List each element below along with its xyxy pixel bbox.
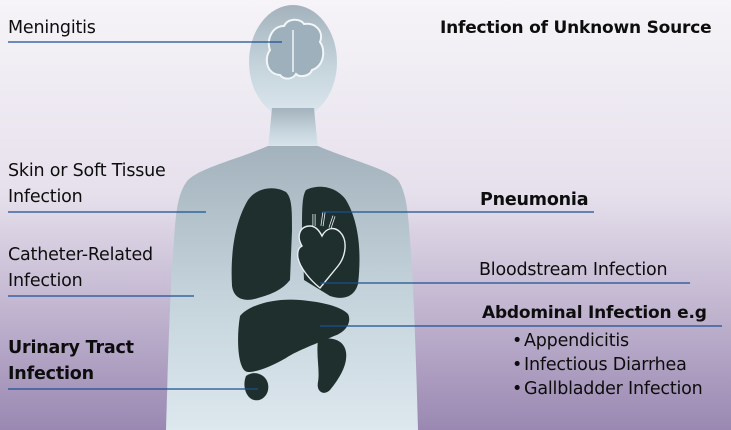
- label-catheter-line2: Infection: [8, 269, 83, 293]
- label-abdominal: Abdominal Infection e.g: [482, 301, 707, 325]
- label-catheter-line1: Catheter-Related: [8, 243, 153, 267]
- brain-outline: [267, 20, 323, 79]
- label-bloodstream: Bloodstream Infection: [479, 258, 667, 282]
- abdominal-example-gallbladder: Gallbladder Infection: [512, 377, 703, 401]
- label-meningitis: Meningitis: [8, 16, 96, 40]
- abdominal-example-appendicitis: Appendicitis: [512, 329, 703, 353]
- page-title: Infection of Unknown Source: [440, 16, 711, 40]
- abdominal-example-diarrhea: Infectious Diarrhea: [512, 353, 703, 377]
- label-skin-line1: Skin or Soft Tissue: [8, 159, 166, 183]
- label-skin-line2: Infection: [8, 185, 83, 209]
- label-urinary-line1: Urinary Tract: [8, 336, 134, 360]
- abdominal-examples-list: Appendicitis Infectious Diarrhea Gallbla…: [512, 329, 703, 401]
- label-pneumonia: Pneumonia: [480, 188, 588, 212]
- label-urinary-line2: Infection: [8, 362, 94, 386]
